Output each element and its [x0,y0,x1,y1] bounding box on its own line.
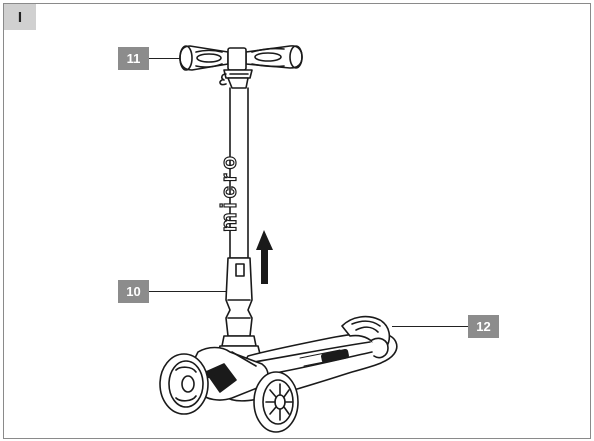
handlebar-grip-left [179,45,229,71]
callout-11-leader [149,58,183,59]
handlebar-clamp [219,47,253,89]
callout-10-leader [149,291,233,292]
section-label: I [4,4,36,30]
front-right-wheel [253,371,299,433]
stem-lower-tube [215,257,263,363]
callout-11: 11 [118,47,149,70]
arrow-up-icon [256,230,273,284]
callout-10: 10 [118,280,149,303]
callout-12: 12 [468,315,499,338]
callout-12-leader [392,326,468,327]
figure-frame-right-edge [590,3,591,439]
rear-brake [341,315,391,359]
figure-frame [3,3,590,439]
handlebar-grip-right [245,45,303,69]
front-left-wheel [159,353,209,415]
stem-brand-lettering: micro [216,152,241,232]
